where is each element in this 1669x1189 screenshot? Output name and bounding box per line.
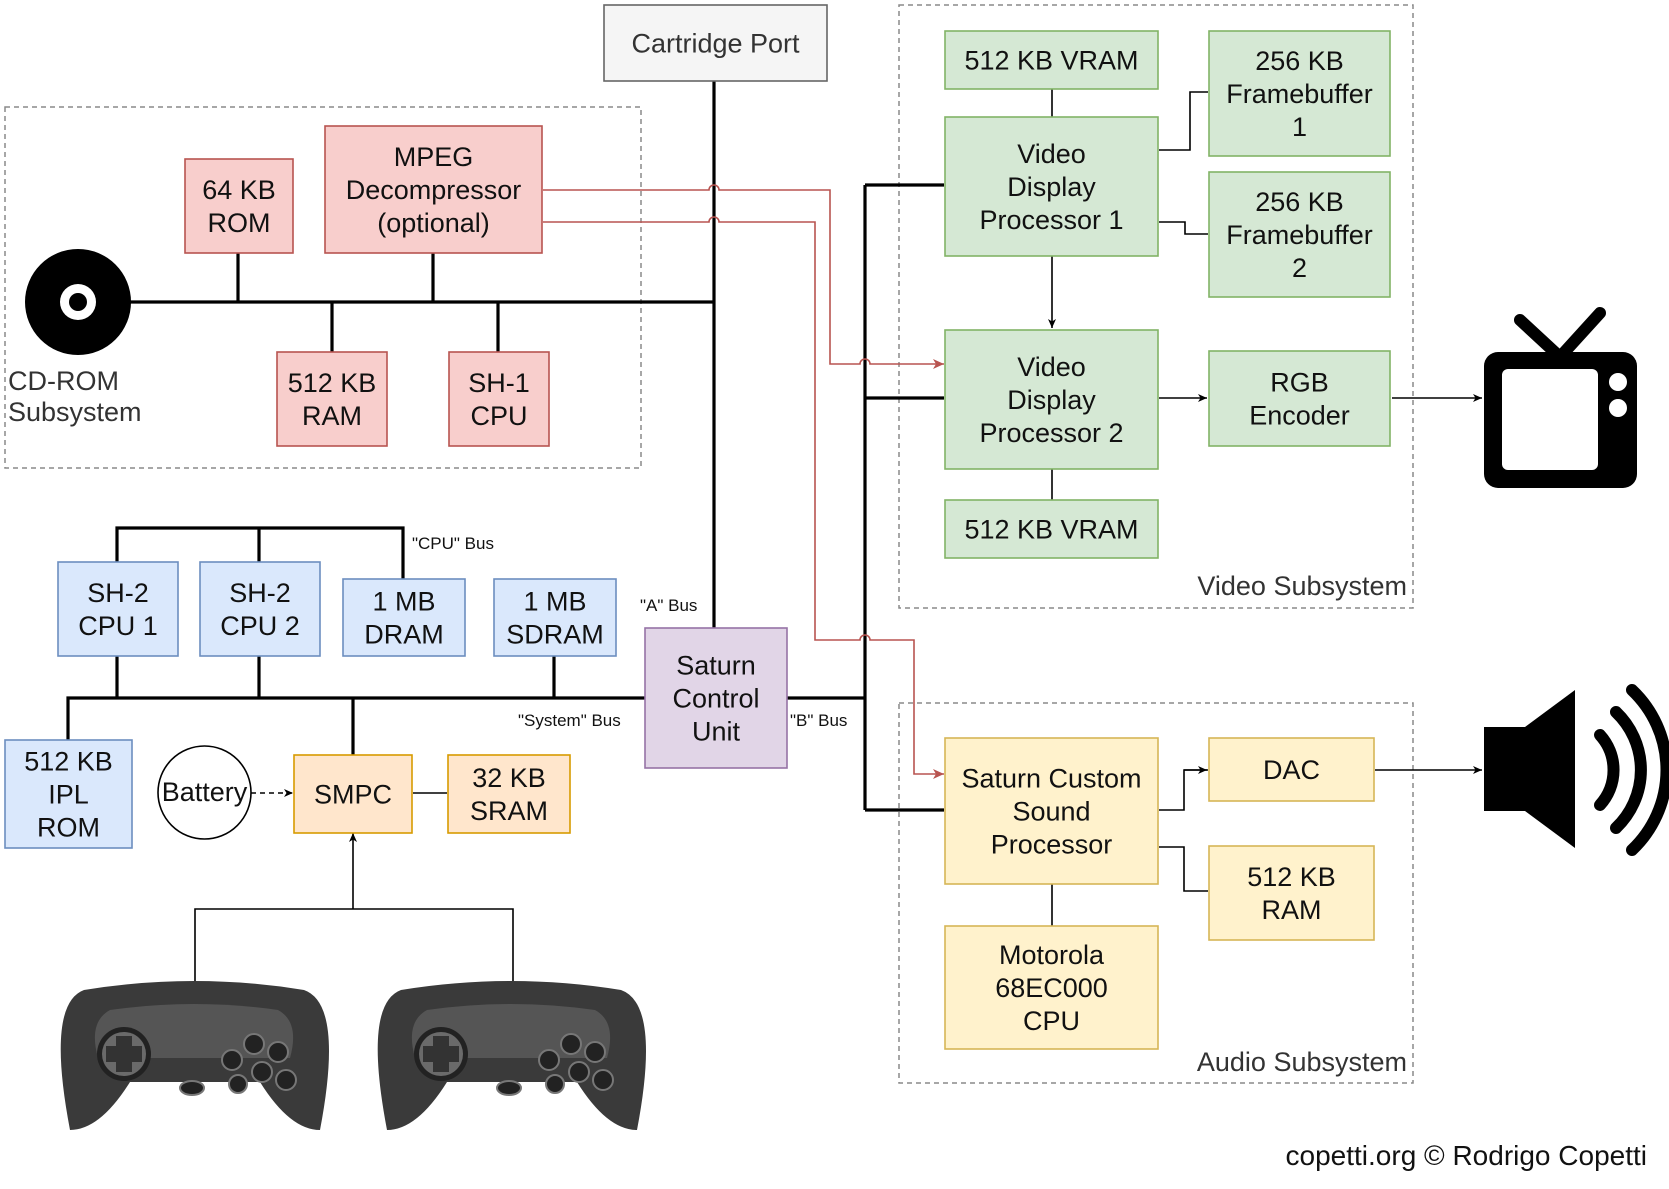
framebuffer1-shape xyxy=(1208,30,1391,157)
mpeg-shape xyxy=(324,125,543,254)
mpeg-connectors xyxy=(543,184,944,779)
vram-top-label: 512 KB VRAM xyxy=(964,46,1138,76)
smpc-label: SMPC xyxy=(314,780,392,810)
ram-512kb-audio-shape xyxy=(1208,845,1375,941)
rom-64kb-shape xyxy=(184,158,294,254)
sh2-cpu1-shape xyxy=(57,561,179,657)
bus-lines xyxy=(66,81,944,812)
battery-box: Battery xyxy=(157,745,252,840)
battery-label: Battery xyxy=(162,777,248,807)
smpc-box: SMPC xyxy=(293,754,413,834)
vdp1-shape xyxy=(944,116,1159,257)
dram-1mb-shape xyxy=(342,578,466,657)
rgb-encoder-shape xyxy=(1208,350,1391,447)
gamepad-icon xyxy=(60,981,329,1130)
vram-top-shape xyxy=(944,30,1159,90)
video-subsystem-group xyxy=(898,4,1414,609)
ram-512kb-cd-shape xyxy=(276,351,388,447)
a-bus-label: "A" Bus xyxy=(640,596,697,615)
sdram-1mb-shape xyxy=(493,578,617,657)
ipl-rom-shape xyxy=(4,739,133,849)
vram-bottom-label: 512 KB VRAM xyxy=(964,515,1138,545)
cartridge-port-box: Cartridge Port xyxy=(603,4,828,82)
sram-32kb-shape xyxy=(447,754,571,834)
cpu-bus-label: "CPU" Bus xyxy=(412,534,494,553)
vram-top-box: 512 KB VRAM xyxy=(944,30,1159,90)
vdp2-shape xyxy=(944,329,1159,470)
gamepad-icon xyxy=(377,981,646,1130)
cd-disc-icon xyxy=(25,249,131,355)
smpc-shape xyxy=(293,754,413,834)
cdrom-subsystem-group xyxy=(4,106,642,469)
framebuffer2-shape xyxy=(1208,171,1391,298)
dac-box: DAC xyxy=(1208,737,1375,802)
system-bus-label: "System" Bus xyxy=(518,711,621,730)
scsp-shape xyxy=(944,737,1159,885)
audio-subsystem-group xyxy=(898,702,1414,1084)
dac-shape xyxy=(1208,737,1375,802)
b-bus-label: "B" Bus xyxy=(790,711,847,730)
m68k-shape xyxy=(944,925,1159,1050)
speaker-icon xyxy=(1484,684,1669,856)
battery-shape xyxy=(157,745,252,840)
sh1-cpu-shape xyxy=(448,351,550,447)
scu-shape xyxy=(644,627,788,769)
vram-bottom-box: 512 KB VRAM xyxy=(944,499,1159,559)
dac-label: DAC xyxy=(1263,755,1320,785)
sh2-cpu2-shape xyxy=(199,561,321,657)
thin-connectors xyxy=(194,89,1482,983)
tv-icon xyxy=(1484,307,1637,488)
video-subsystem-label: Video Subsystem xyxy=(1197,571,1407,601)
credit-text: copetti.org © Rodrigo Copetti xyxy=(1286,1140,1647,1171)
vram-bottom-shape xyxy=(944,499,1159,559)
cartridge-port-label: Cartridge Port xyxy=(631,29,800,59)
cartridge-port-shape xyxy=(603,4,828,82)
audio-subsystem-label: Audio Subsystem xyxy=(1197,1047,1407,1077)
